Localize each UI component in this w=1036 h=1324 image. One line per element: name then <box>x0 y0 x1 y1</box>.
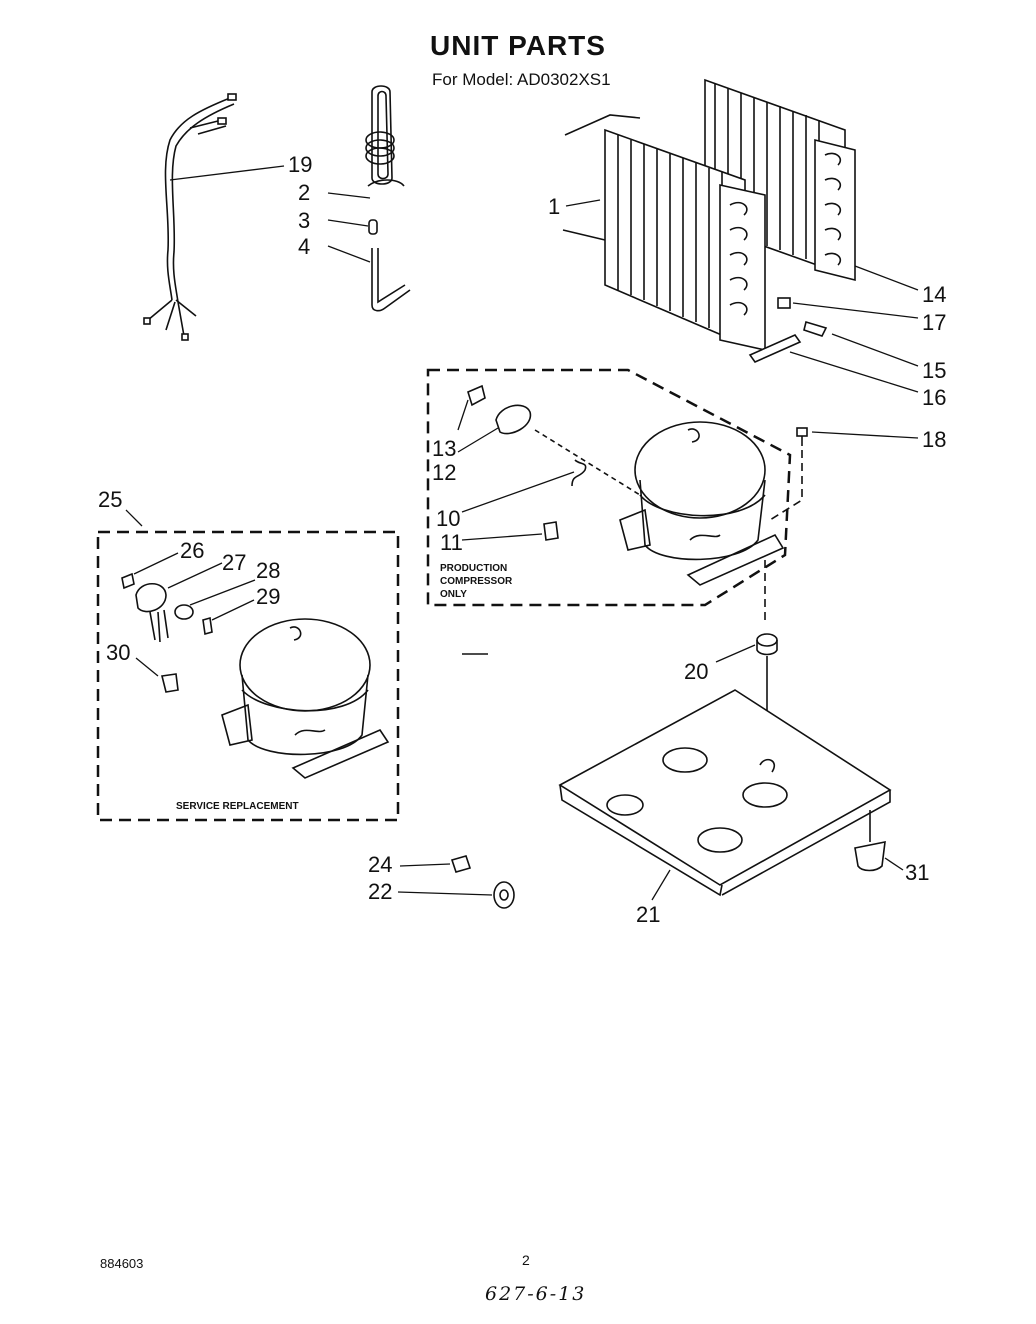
document-number: 884603 <box>100 1256 144 1271</box>
callout-4: 4 <box>298 234 310 259</box>
callout-21: 21 <box>636 902 660 927</box>
callout-19: 19 <box>288 152 312 177</box>
production-compressor <box>619 421 785 586</box>
service-compressor <box>221 618 390 779</box>
service-replacement-label: SERVICE REPLACEMENT <box>176 801 299 812</box>
callout-27: 27 <box>222 550 246 575</box>
production-label-line3: ONLY <box>440 589 467 600</box>
callout-15: 15 <box>922 358 946 383</box>
leader-lines <box>125 165 919 901</box>
model-subtitle: For Model: AD0302XS1 <box>432 70 611 89</box>
screw-and-guide <box>764 427 808 625</box>
page-number: 2 <box>522 1252 530 1268</box>
foot-31 <box>854 810 886 872</box>
wiring-harness <box>143 93 237 341</box>
service-small-parts <box>121 572 213 693</box>
callout-12: 12 <box>432 460 456 485</box>
production-label-line2: COMPRESSOR <box>440 576 513 587</box>
coil-assembly <box>562 78 856 363</box>
production-compressor-panel <box>426 368 792 607</box>
callout-14: 14 <box>922 282 946 307</box>
callout-26: 26 <box>180 538 204 563</box>
capillary-assembly <box>365 85 411 312</box>
handwritten-note: 627-6-13 <box>485 1283 587 1305</box>
callout-29: 29 <box>256 584 280 609</box>
callout-2: 2 <box>298 180 310 205</box>
page-title: UNIT PARTS <box>430 30 606 61</box>
callout-18: 18 <box>922 427 946 452</box>
callout-13: 13 <box>432 436 456 461</box>
production-label-line1: PRODUCTION <box>440 563 507 574</box>
callout-24: 24 <box>368 852 392 877</box>
callout-28: 28 <box>256 558 280 583</box>
callout-16: 16 <box>922 385 946 410</box>
callout-20: 20 <box>684 659 708 684</box>
callout-3: 3 <box>298 208 310 233</box>
callout-31: 31 <box>905 860 929 885</box>
callout-11: 11 <box>440 530 463 555</box>
callout-1: 1 <box>548 194 560 219</box>
callout-17: 17 <box>922 310 946 335</box>
callout-30: 30 <box>106 640 130 665</box>
callout-10: 10 <box>436 506 460 531</box>
base-pan <box>558 689 892 897</box>
callout-labels: 19 2 3 4 1 14 17 15 16 18 13 12 10 11 20… <box>98 152 946 927</box>
parts-22-24 <box>450 855 515 909</box>
compressor-small-parts <box>467 384 641 541</box>
service-replacement-panel <box>96 530 400 822</box>
callout-22: 22 <box>368 879 392 904</box>
callout-25: 25 <box>98 487 122 512</box>
